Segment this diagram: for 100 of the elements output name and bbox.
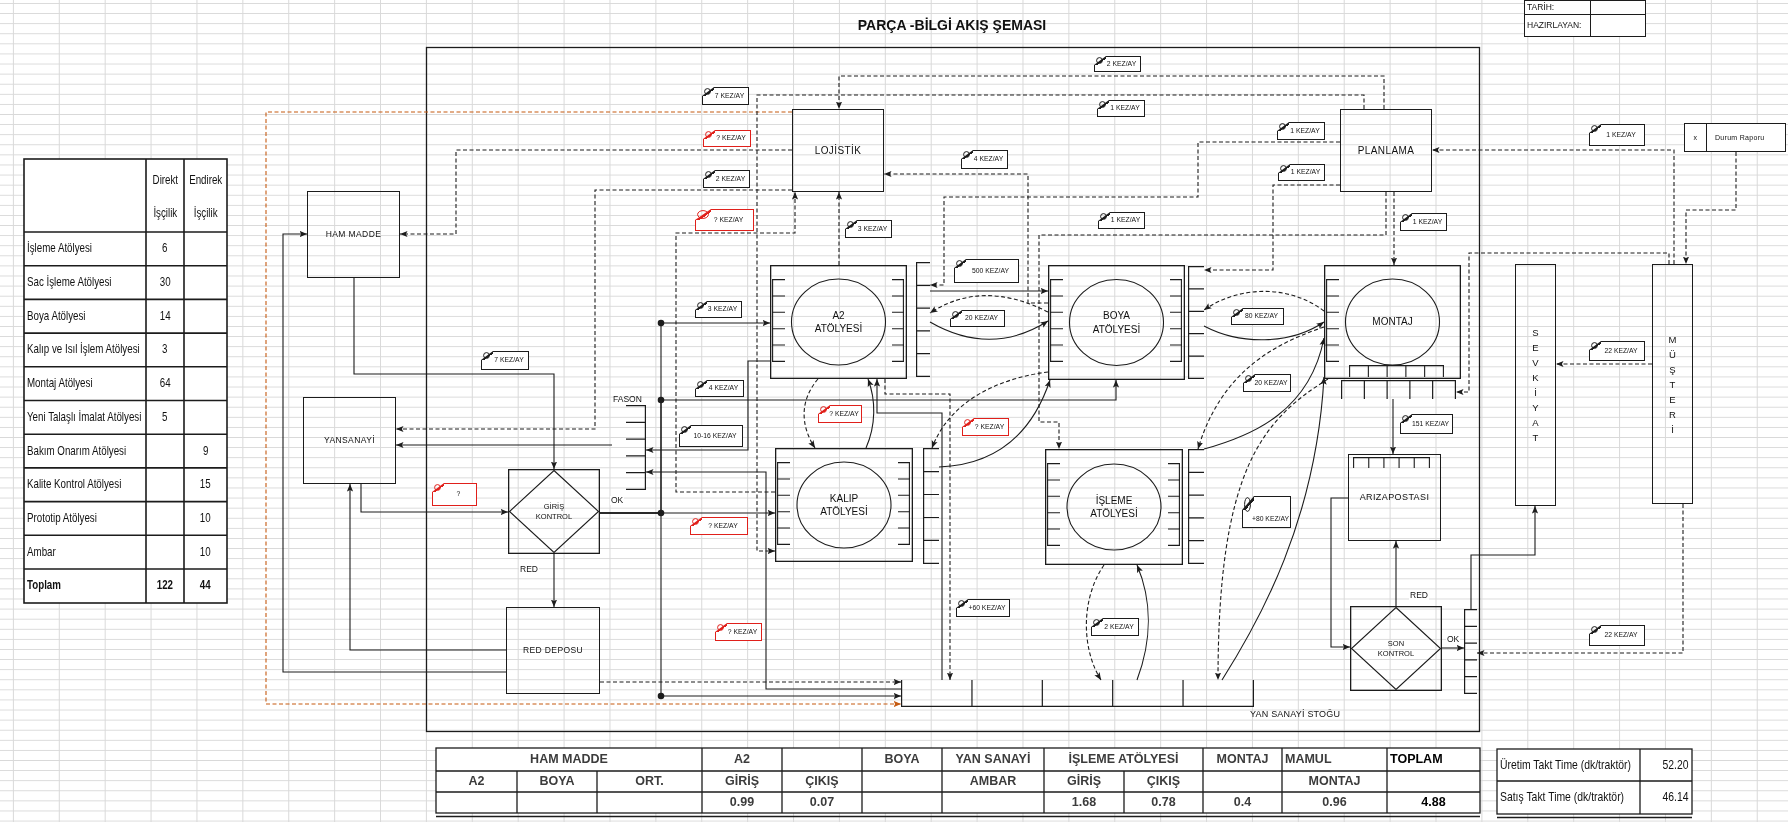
flow-arrow <box>1441 644 1465 652</box>
flow-arrow <box>599 512 902 700</box>
table-value: 3 <box>162 342 168 358</box>
dashed-arrow <box>1390 191 1398 266</box>
flow-arrow <box>938 379 1051 468</box>
column-heading: TOPLAM <box>1390 752 1443 767</box>
table-value: 44 <box>200 578 211 594</box>
flow-arrow <box>865 378 875 449</box>
node-label: ARIZAPOSTASI <box>1359 491 1430 504</box>
table-value: 0.07 <box>809 795 835 810</box>
table-value: 15 <box>200 477 211 493</box>
flow-arrow <box>1470 505 1539 610</box>
column-heading: İŞLEME ATÖLYESİ <box>1068 752 1179 767</box>
row-label: Satış Takt Time (dk/traktör) <box>1500 790 1625 805</box>
column-heading: MONTAJ <box>1308 774 1361 789</box>
column-heading: ORT. <box>635 774 664 789</box>
flow-arrow <box>645 360 771 454</box>
field-label: TARİH: <box>1527 2 1555 13</box>
flow-arrow <box>929 320 1049 340</box>
table-value: 122 <box>156 578 174 594</box>
shelf-rack <box>1188 449 1204 564</box>
column-heading: ÇIKIŞ <box>1146 774 1181 789</box>
column-heading: BOYA <box>539 774 575 789</box>
row-label: Ambar <box>27 544 56 560</box>
dashed-arrow <box>399 149 793 238</box>
table-value: 64 <box>159 376 171 392</box>
flow-arrow <box>1330 497 1351 651</box>
column-heading: GİRİŞ <box>724 774 759 789</box>
flow-arrow <box>929 287 1049 295</box>
dashed-arrow <box>1555 360 1653 368</box>
node-label: YAN SANAYİ STOĞU <box>1250 709 1341 719</box>
flow-arrow <box>1203 321 1325 341</box>
edge-label: RED <box>519 565 539 575</box>
flow-arrow <box>873 378 943 681</box>
node-label: SEVKİYAT <box>1531 326 1540 445</box>
flow-arrow <box>395 441 613 449</box>
table-value: 5 <box>162 409 168 425</box>
node-label: PLANLAMA <box>1357 144 1415 157</box>
dashed-arrow <box>675 191 799 493</box>
node-label: MONTAJ <box>1372 315 1413 329</box>
shelf-rack <box>916 262 930 377</box>
column-heading: Endirek İşçilik <box>188 170 224 222</box>
process-box <box>1652 264 1693 504</box>
column-heading: Direkt İşçilik <box>151 170 179 222</box>
column-heading: AMBAR <box>969 774 1017 789</box>
process-box <box>1515 264 1556 506</box>
table-value: 52.20 <box>1662 757 1689 773</box>
dashed-arrow <box>1203 184 1341 274</box>
flow-arrow <box>1389 398 1397 455</box>
dashed-arrow <box>835 75 1385 110</box>
process-box <box>792 109 884 192</box>
dashed-arrow <box>884 378 954 681</box>
shelf-rack <box>1341 380 1456 399</box>
process-box <box>506 607 600 694</box>
dashed-arrow <box>599 678 902 686</box>
column-heading: ÇIKIŞ <box>805 774 839 789</box>
flow-arrow <box>550 553 558 608</box>
table-value: 14 <box>159 308 171 324</box>
dashed-arrow <box>1682 151 1737 265</box>
table-value: 0.78 <box>1151 795 1176 810</box>
table-value: 1.68 <box>1071 795 1097 810</box>
table-value: 6 <box>162 241 168 257</box>
shelf-rack <box>923 448 939 564</box>
row-label: Kalıp ve Isıl İşlem Atölyesi <box>27 342 140 358</box>
table-value: 46.14 <box>1662 790 1689 805</box>
report-box <box>1684 123 1786 152</box>
node-label: LOJİSTİK <box>814 144 862 157</box>
column-heading: A2 <box>734 752 750 767</box>
column-heading: GİRİŞ <box>1066 774 1101 789</box>
node-label: RED DEPOSU <box>522 644 584 656</box>
shelf-rack <box>1188 266 1204 379</box>
dashed-arrow <box>883 170 1049 304</box>
column-heading: MONTAJ <box>1216 752 1269 767</box>
row-label: Üretim Takt Time (dk/traktör) <box>1500 757 1631 773</box>
process-box <box>1340 109 1432 192</box>
shelf-rack <box>1464 609 1477 694</box>
table-value: 0.4 <box>1233 795 1252 810</box>
table-value: 10 <box>200 544 211 560</box>
node-label: İŞLEME ATÖLYESİ <box>1089 493 1139 521</box>
field-label: HAZIRLAYAN: <box>1527 20 1582 31</box>
process-box <box>303 397 396 484</box>
flow-arrow <box>282 230 507 673</box>
table-value: 10 <box>200 510 211 526</box>
column-heading: BOYA <box>884 752 920 767</box>
dashed-arrow <box>1431 146 1675 265</box>
dashed-arrow <box>756 94 1365 555</box>
dashed-arrow <box>835 191 843 266</box>
flow-arrow <box>360 483 509 516</box>
edge-label: OK <box>610 496 625 506</box>
table-value: 30 <box>159 275 171 290</box>
column-heading: YAN SANAYİ <box>955 752 1031 767</box>
row-label: Boya Atölyesi <box>27 308 86 324</box>
diagram-title: PARÇA -BİLGİ AKIŞ ŞEMASI <box>857 17 1047 33</box>
flow-arrow <box>645 468 902 690</box>
node-label: FASON <box>613 395 642 405</box>
dashed-arrow <box>803 378 819 449</box>
dashed-arrow <box>929 295 1049 314</box>
table-value: 4.88 <box>1421 795 1446 810</box>
dashed-arrow <box>931 371 1049 449</box>
row-label: İşleme Atölyesi <box>27 241 93 257</box>
